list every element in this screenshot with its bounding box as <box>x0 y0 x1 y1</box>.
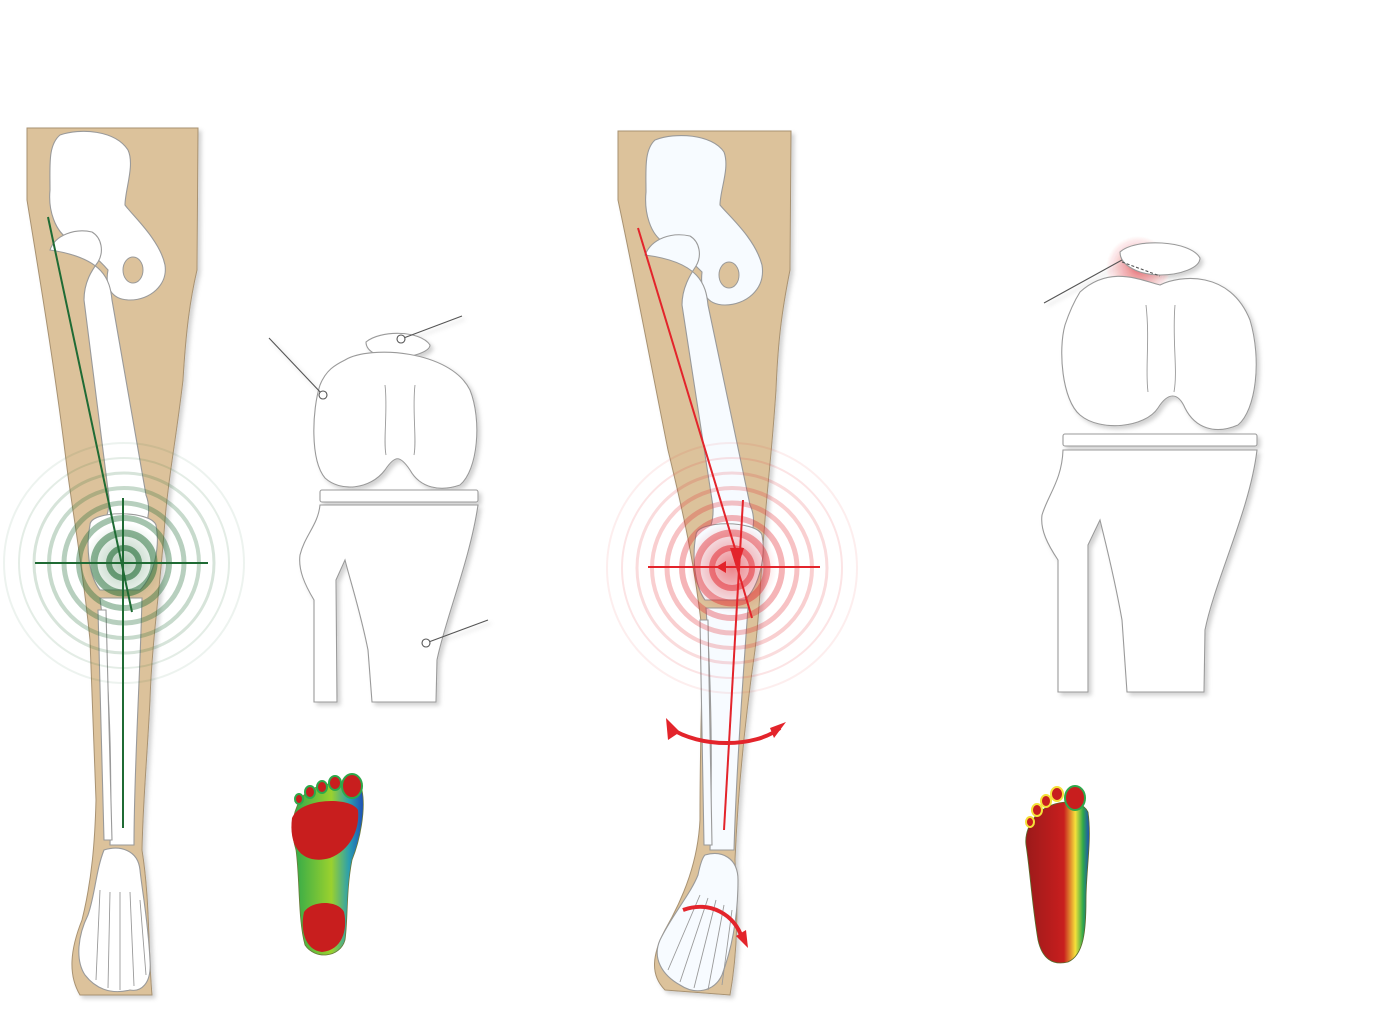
tibia-front-icon <box>299 504 479 703</box>
label-leaders-normal <box>268 315 489 648</box>
rotation-arrow-icon <box>668 726 782 939</box>
foot-pressure-normal <box>291 773 364 956</box>
femur-icon <box>644 234 755 543</box>
knee-front-view-normal <box>268 315 489 703</box>
femur-condyles-icon <box>313 351 478 489</box>
pressure-map-icon <box>1025 801 1090 964</box>
normal-leg <box>3 127 245 996</box>
knee-front-view-misaligned <box>1041 236 1258 693</box>
tibial-plateau-icon <box>1062 433 1258 447</box>
patella-icon <box>1119 242 1201 276</box>
tibia-front-icon <box>1041 449 1258 693</box>
mechanical-axis-normal <box>35 216 208 828</box>
label-leaders-misaligned <box>1043 259 1161 304</box>
misaligned-leg <box>606 130 858 996</box>
foot-skeleton-icon <box>656 853 739 992</box>
femur-icon <box>49 230 150 533</box>
tibial-plateau-icon <box>319 489 479 503</box>
femur-condyles-icon <box>1061 275 1257 431</box>
fibula-icon <box>97 609 113 841</box>
tibia-icon <box>705 607 749 851</box>
foot-skeleton-icon <box>78 847 151 993</box>
fibula-icon <box>699 619 713 846</box>
foot-pressure-misaligned <box>1025 785 1090 964</box>
